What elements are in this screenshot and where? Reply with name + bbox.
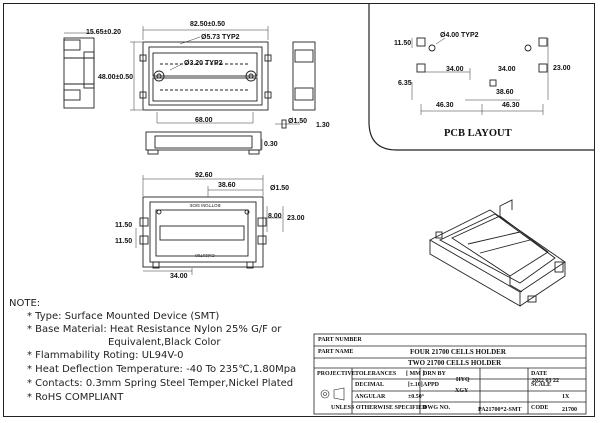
bottom-view-label: BOTTOM SIDE [190, 203, 221, 208]
tb-tolerances-unit: [ MM ] [406, 371, 425, 377]
dim-pin-dia: Ø1.50 [288, 118, 308, 125]
note-item-3: Equivalent,Black Color [108, 337, 221, 348]
pcb-dim-hole: Ø4.00 TYP2 [440, 32, 479, 39]
dim-bottom-pin-spacing: 38.60 [218, 182, 236, 189]
dim-pin-len: 1.30 [316, 122, 330, 129]
note-item-2: * Base Material: Heat Resistance Nylon 2… [27, 324, 282, 335]
tb-projection-label: PROJECTIVE [317, 371, 356, 377]
pcb-dim-right-height: 23.00 [553, 65, 571, 72]
pcb-dim-center-span: 38.60 [496, 89, 514, 96]
tb-unless-label: UNLESS OTHERWISE SPECIFIED [331, 405, 427, 411]
dim-hole-small: Ø3.20 TYP2 [184, 60, 223, 67]
tb-date-label: DATE [531, 371, 548, 377]
tb-part-name-label: PART NAME [318, 349, 354, 355]
tb-decimal-value: [±.10] [408, 382, 423, 388]
note-item-5: * Heat Deflection Temperature: -40 To 23… [27, 364, 297, 375]
tb-drn-by-label: DRN BY [423, 371, 446, 377]
tb-code-value: 21700 [562, 407, 577, 413]
note-item-1: * Type: Surface Mounted Device (SMT) [27, 311, 220, 322]
tb-part-number-label: PART NUMBER [318, 337, 362, 343]
dim-bottom-pad-offset: 34.00 [170, 273, 188, 280]
tb-appd-label: APPD [423, 382, 439, 388]
tb-date-value: 2022 03 22 [532, 378, 559, 384]
dim-hole-large: Ø5.73 TYP2 [201, 34, 240, 41]
dim-bottom-pad-width: 8.00 [268, 213, 282, 220]
tb-scale-label: SCALE [531, 382, 552, 388]
tb-scale-value: 1X [562, 394, 570, 400]
dim-bottom-length: 92.60 [195, 172, 213, 179]
title-block: PART NUMBER PART NAME FOUR 21700 CELLS H… [314, 334, 586, 414]
tb-part-name-value: FOUR 21700 CELLS HOLDER [410, 348, 506, 356]
pcb-dim-pad-gap-2: 34.00 [498, 66, 516, 73]
dim-bottom-height: 23.00 [287, 215, 305, 222]
tb-tolerances-label: TOLERANCES [355, 371, 397, 377]
pcb-dim-pad-gap: 34.00 [446, 66, 464, 73]
pcb-layout-title: PCB LAYOUT [444, 128, 512, 139]
drawing-frame [3, 3, 595, 417]
dim-pin-thk: 0.30 [264, 141, 278, 148]
bottom-view-label-2: Ctrl21700 [195, 253, 215, 258]
dim-overall-width: 48.00±0.50 [98, 74, 133, 81]
tb-dwg-no-value: PA21700*2-SMT [478, 407, 522, 413]
note-item-4: * Flammability Roting: UL94V-0 [27, 350, 184, 361]
dim-overall-length: 82.50±0.50 [190, 21, 225, 28]
tb-appd-value: XGY [455, 388, 469, 394]
notes-header: NOTE: [9, 298, 41, 309]
pcb-dim-top-offset: 11.50 [394, 40, 412, 47]
tb-code-label: CODE [531, 405, 549, 411]
pcb-dim-half-left: 46.30 [436, 102, 454, 109]
tb-angular-label: ANGULAR [355, 394, 386, 400]
dim-bottom-offset-bottom: 11.50 [115, 238, 133, 245]
pcb-dim-left-small: 6.35 [398, 80, 412, 87]
dim-inner-length: 68.00 [195, 117, 213, 124]
pcb-dim-half-right: 46.30 [502, 102, 520, 109]
dim-side-height: 15.65±0.20 [86, 29, 121, 36]
note-item-6: * Contacts: 0.3mm Spring Steel Temper,Ni… [27, 378, 294, 389]
tb-dwg-no-label: DWG NO. [423, 405, 450, 411]
tb-angular-value: ±0.50° [408, 394, 425, 400]
dim-bottom-offset-top: 11.50 [115, 222, 133, 229]
tb-drn-by-value: HYQ [456, 377, 470, 383]
note-item-7: * RoHS COMPLIANT [27, 392, 124, 403]
tb-description: TWO 21700 CELLS HOLDER [408, 359, 502, 367]
tb-decimal-label: DECIMAL [355, 382, 385, 388]
dim-bottom-hole: Ø1.50 [270, 185, 290, 192]
